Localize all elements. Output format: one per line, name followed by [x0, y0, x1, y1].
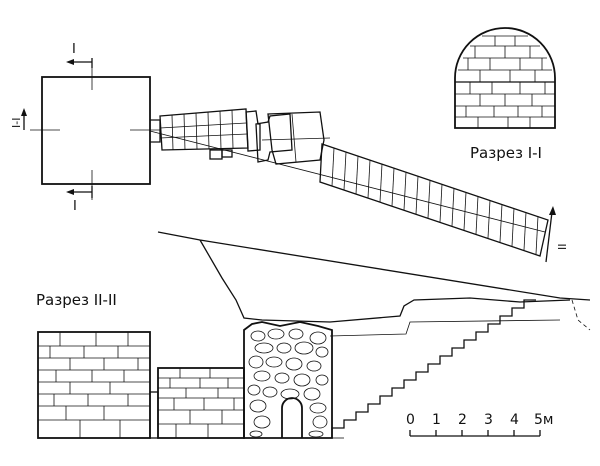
cut-I-left-marker: I-I — [10, 108, 27, 130]
scale-tick-1: 1 — [432, 412, 441, 428]
scale-bar: 0 1 2 3 4 5м — [406, 412, 553, 437]
section-stair-profile — [331, 299, 536, 438]
svg-text:I-I: I-I — [10, 118, 23, 128]
scale-tick-2: 2 — [458, 412, 467, 428]
scale-tick-5: 5м — [534, 412, 553, 428]
plan-chamber — [41, 76, 151, 185]
section-II-II-label: Разрез II-II — [36, 291, 117, 309]
plan-view: I I I-I — [10, 42, 569, 263]
section-I-I: Разрез I-I — [454, 27, 556, 162]
section-II-II: Разрез II-II — [36, 231, 591, 439]
section-left-chamber — [37, 331, 151, 439]
cut-II-marker: II — [545, 206, 569, 263]
cut-II-label: II — [556, 244, 569, 251]
scale-tick-3: 3 — [484, 412, 493, 428]
scale-tick-4: 4 — [510, 412, 519, 428]
cut-I-bottom-label: I — [73, 199, 77, 214]
cut-I-top-marker: I — [66, 42, 93, 68]
section-rubble-tower — [243, 321, 333, 439]
plan-stair-treads — [331, 147, 539, 255]
section-I-I-label: Разрез I-I — [470, 144, 542, 162]
cut-I-top-label: I — [72, 42, 76, 57]
section-middle-chamber — [157, 367, 245, 439]
scale-tick-0: 0 — [406, 412, 415, 428]
cut-I-bottom-marker: I — [66, 186, 93, 214]
